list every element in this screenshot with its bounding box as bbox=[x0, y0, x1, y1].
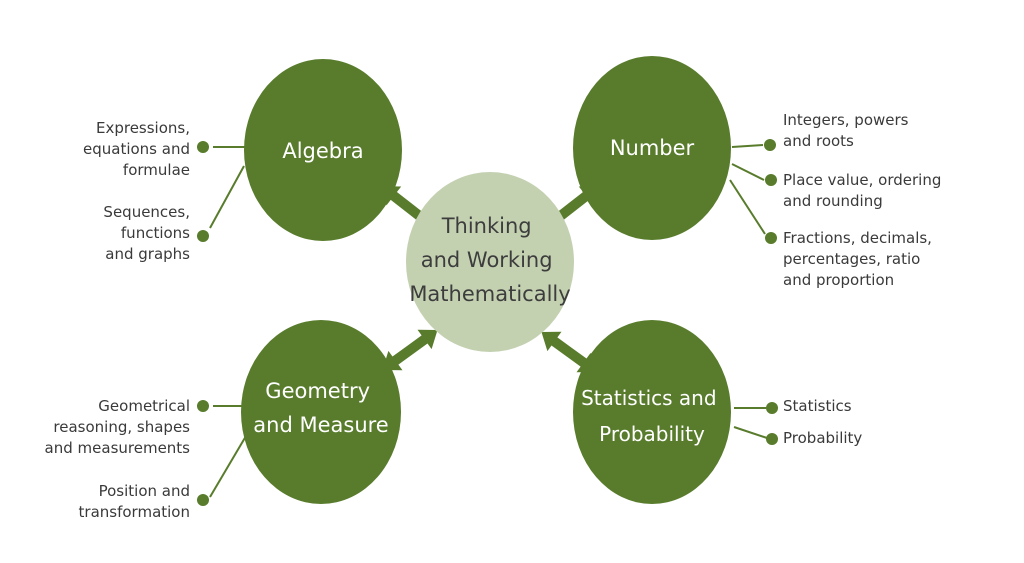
center-node-label: Thinking and Working Mathematically bbox=[409, 214, 570, 306]
item-line: formulae bbox=[122, 161, 190, 179]
number-node-label: Number bbox=[610, 136, 695, 160]
algebra-bullet-2 bbox=[197, 230, 209, 242]
item-line: percentages, ratio bbox=[783, 250, 921, 268]
algebra-item-sequences: Sequences, functions and graphs bbox=[103, 202, 190, 265]
connector-lines bbox=[209, 144, 768, 498]
item-line: Expressions, bbox=[95, 119, 190, 137]
geometry-item-position: Position and transformation bbox=[79, 481, 190, 523]
item-line: and roots bbox=[783, 132, 854, 150]
item-bullets bbox=[197, 139, 778, 506]
arrow-center-geometry bbox=[382, 329, 438, 371]
item-line: functions bbox=[120, 224, 190, 242]
item-line: Sequences, bbox=[103, 203, 190, 221]
item-line: Place value, ordering bbox=[783, 171, 942, 189]
geometry-bullet-2 bbox=[197, 494, 209, 506]
number-bullet-1 bbox=[764, 139, 776, 151]
algebra-node-label: Algebra bbox=[282, 139, 363, 163]
item-line: Integers, powers bbox=[783, 111, 909, 129]
arrow-center-statistics bbox=[541, 331, 597, 373]
number-connector-3 bbox=[729, 179, 766, 235]
statistics-bullet-2 bbox=[766, 433, 778, 445]
center-node bbox=[406, 172, 574, 352]
geometry-node bbox=[241, 320, 401, 504]
geometry-node-label: Geometry and Measure bbox=[253, 379, 388, 437]
item-line: Position and bbox=[98, 482, 190, 500]
geometry-item-geometrical-reasoning: Geometrical reasoning, shapes and measur… bbox=[45, 396, 190, 459]
item-line: and graphs bbox=[105, 245, 190, 263]
item-line: and rounding bbox=[783, 192, 883, 210]
number-item-integers: Integers, powers and roots bbox=[783, 110, 909, 152]
item-line: Geometrical bbox=[98, 397, 190, 415]
statistics-item-statistics: Statistics bbox=[783, 396, 852, 417]
algebra-item-expressions: Expressions, equations and formulae bbox=[83, 118, 190, 181]
geometry-bullet-1 bbox=[197, 400, 209, 412]
number-bullet-3 bbox=[765, 232, 777, 244]
item-line: and proportion bbox=[783, 271, 895, 289]
item-line: Statistics bbox=[783, 397, 852, 415]
geometry-connector-2 bbox=[209, 435, 247, 498]
item-line: equations and bbox=[83, 140, 190, 158]
item-line: reasoning, shapes bbox=[53, 418, 190, 436]
statistics-node-label: Statistics and Probability bbox=[581, 386, 723, 446]
statistics-node bbox=[573, 320, 731, 504]
number-item-place-value: Place value, ordering and rounding bbox=[783, 170, 941, 212]
algebra-bullet-1 bbox=[197, 141, 209, 153]
number-item-fractions: Fractions, decimals, percentages, ratio … bbox=[783, 228, 932, 291]
item-line: transformation bbox=[78, 503, 190, 521]
algebra-connector-2 bbox=[209, 165, 245, 229]
item-line: Fractions, decimals, bbox=[783, 229, 932, 247]
number-connector-2 bbox=[731, 163, 765, 181]
item-line: and measurements bbox=[44, 439, 190, 457]
number-node bbox=[573, 56, 731, 240]
item-line: Probability bbox=[783, 429, 863, 447]
statistics-item-probability: Probability bbox=[783, 428, 862, 449]
statistics-connector-2 bbox=[733, 426, 768, 439]
number-bullet-2 bbox=[765, 174, 777, 186]
algebra-node bbox=[244, 59, 402, 241]
statistics-bullet-1 bbox=[766, 402, 778, 414]
number-connector-1 bbox=[731, 144, 764, 148]
